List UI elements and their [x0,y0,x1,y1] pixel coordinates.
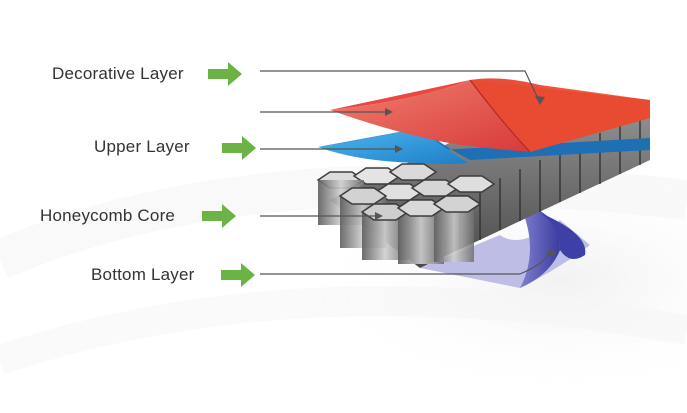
green-arrow-icon [202,204,236,228]
leader-decorative [260,70,541,104]
label-decorative-layer: Decorative Layer [52,64,184,83]
label-bottom-layer: Bottom Layer [91,265,195,284]
green-arrow-icon [222,136,256,160]
green-arrow-icon [208,62,242,86]
label-honeycomb-core: Honeycomb Core [40,206,176,225]
green-arrow-icon [221,263,255,287]
decorative-layer-sheet [330,78,650,153]
leader-arrowheads [375,96,556,256]
label-upper-layer: Upper Layer [94,137,190,156]
bottom-layer-sheet [420,205,590,288]
